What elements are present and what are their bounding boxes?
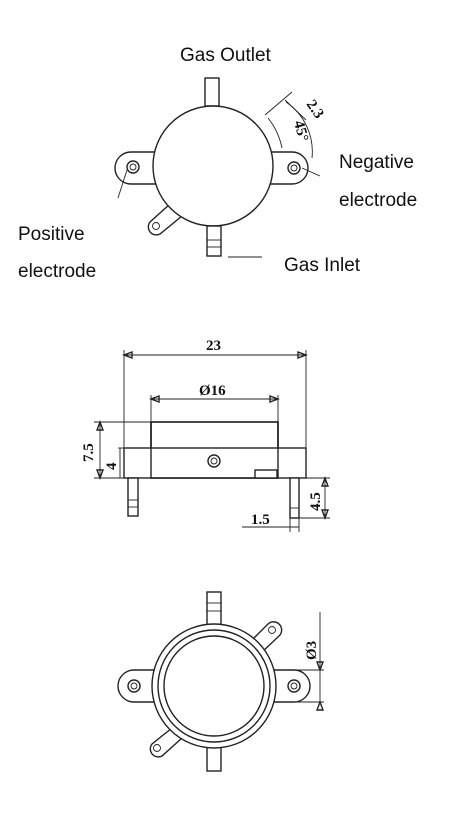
tab-angle-dimension: 45° [290,119,311,143]
bottom-top-tube [206,591,222,627]
gas-inlet-label: Gas Inlet [284,255,361,276]
right-tab-hole [287,161,301,175]
pin-width-dimension: 1.5 [251,512,270,528]
bottom-left-tab [117,669,161,703]
gas-outlet-label: Gas Outlet [180,45,272,66]
side-right-pin [289,477,300,519]
top-body-circle [152,105,274,227]
side-center-hole [207,454,221,468]
negative-electrode-label-line2: electrode [339,190,417,211]
bottom-inner-ring [163,635,265,737]
side-left-pin [127,477,139,517]
overall-width-dimension: 23 [206,338,221,354]
left-tab-hole [126,160,140,174]
body-height-dimension: 4 [104,462,120,470]
gas-outlet-tube [204,77,220,107]
bottom-view [117,591,325,772]
body-diameter-dimension: Ø16 [199,383,226,399]
total-height-dimension: 7.5 [81,443,97,462]
bottom-outer-ring [151,623,277,749]
positive-electrode-label-line1: Positive [18,224,85,245]
left-electrode-tab [114,151,161,185]
bottom-lower-left-tab [149,727,184,758]
bottom-bottom-tube [206,744,222,772]
hole-diameter-dimension: Ø3 [304,641,320,660]
positive-electrode-label-line2: electrode [18,261,96,282]
negative-electrode-label-line1: Negative [339,152,414,173]
top-view [114,77,321,258]
side-view [94,350,330,532]
gas-inlet-tube [206,225,222,257]
pin-length-dimension: 4.5 [308,492,324,511]
